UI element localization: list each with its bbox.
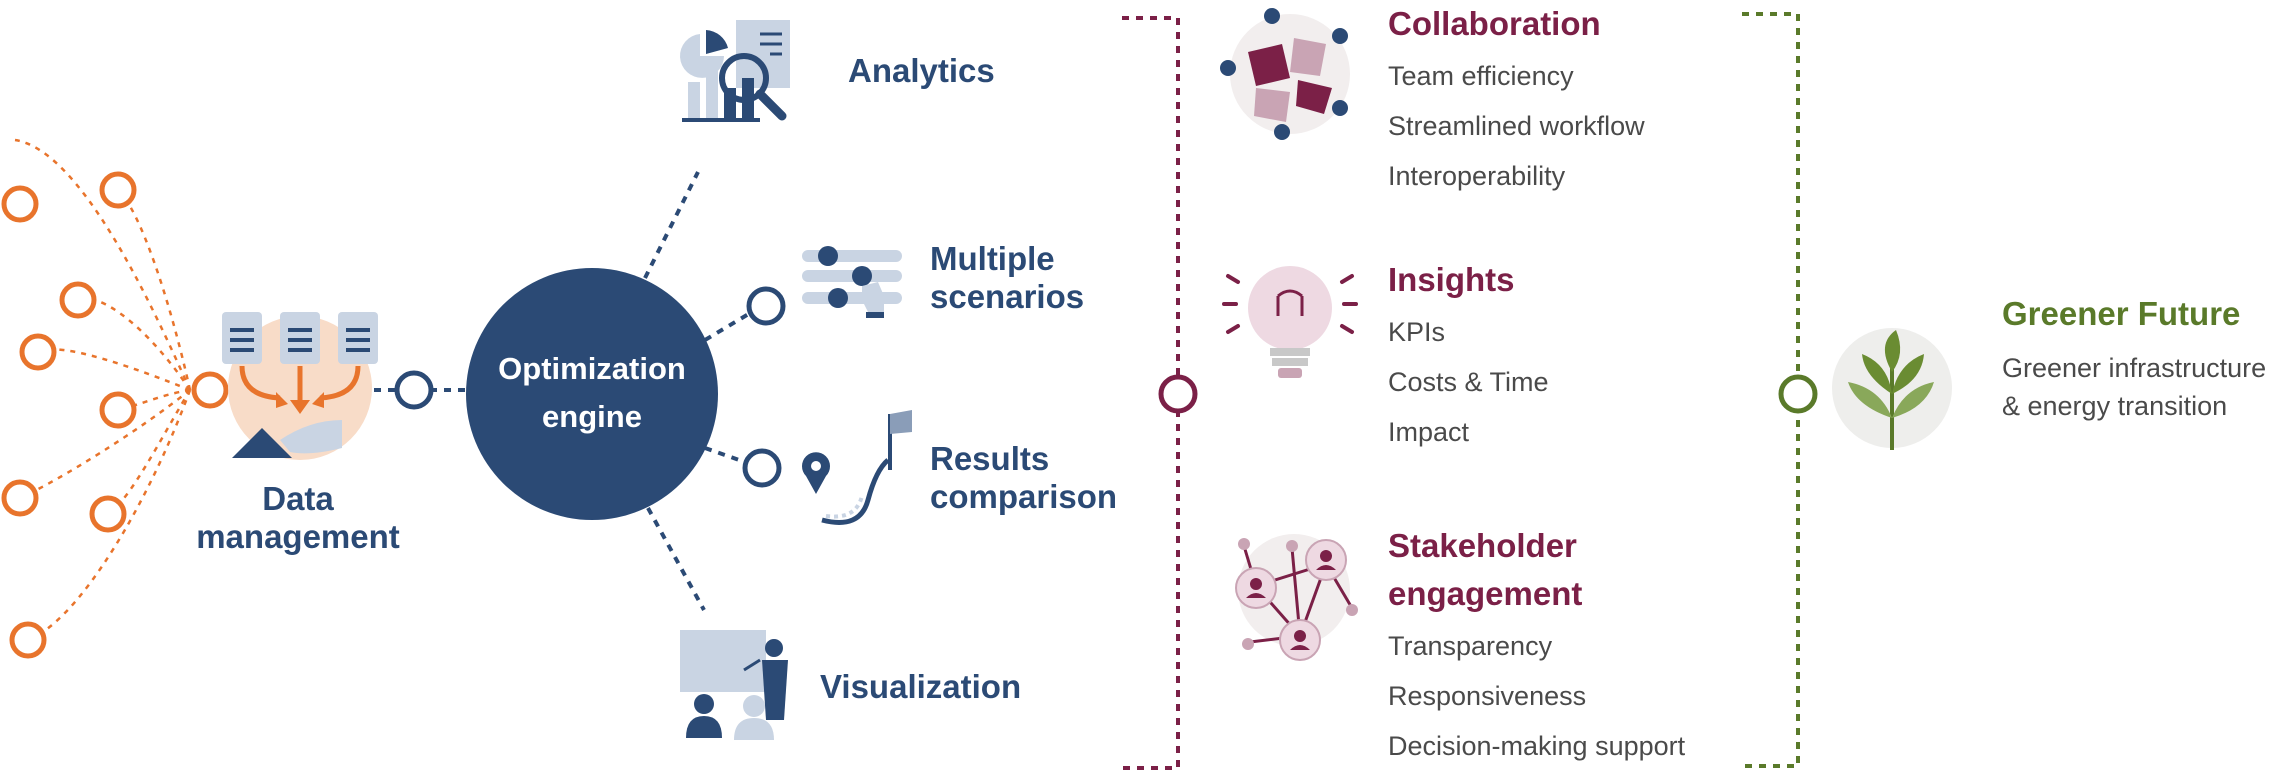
- benefit-item: Streamlined workflow: [1388, 111, 1645, 141]
- presentation-icon: [680, 630, 788, 740]
- data-hub-node: [191, 371, 229, 409]
- outcome-line2: & energy transition: [2002, 391, 2228, 421]
- results-node: [742, 448, 782, 488]
- insights-title: Insights: [1388, 261, 1515, 298]
- outcome-group: Greener Future Greener infrastructure & …: [2002, 290, 2266, 422]
- engine-label: Optimization engine: [466, 345, 718, 441]
- stakeholder-title-line2: engagement: [1388, 575, 1583, 612]
- benefit-item: Responsiveness: [1388, 681, 1587, 711]
- data-source-nodes: [1, 171, 229, 659]
- scenarios-label-line2: scenarios: [930, 278, 1085, 315]
- data-source-node: [89, 495, 127, 533]
- visualization-label: Visualization: [820, 668, 1022, 705]
- data-management-label-line1: Data: [262, 480, 334, 517]
- puzzle-hands-icon: [1220, 8, 1350, 140]
- data-source-node: [19, 333, 57, 371]
- benefit-item: Transparency: [1388, 631, 1553, 661]
- data-source-node: [1, 479, 39, 517]
- stakeholder-title-line1: Stakeholder: [1388, 527, 1577, 564]
- engine-circle: [466, 268, 718, 520]
- engine-spokes: [643, 171, 764, 611]
- data-merge-icon: [222, 312, 378, 460]
- benefit-item: Team efficiency: [1388, 61, 1574, 91]
- lightbulb-icon: [1222, 266, 1358, 378]
- sliders-icon: [802, 246, 902, 318]
- data-sources: [14, 138, 192, 642]
- data-source-node: [1, 185, 39, 223]
- scenarios-label-line1: Multiple: [930, 240, 1055, 277]
- benefit-item: KPIs: [1388, 317, 1446, 347]
- analytics-label: Analytics: [848, 52, 995, 89]
- outcome-bracket: [1742, 12, 1800, 768]
- collaboration-title: Collaboration: [1388, 5, 1601, 42]
- data-source-node: [59, 281, 97, 319]
- data-source-node: [99, 171, 137, 209]
- connector-node: [394, 370, 434, 410]
- outcome-node: [1778, 374, 1818, 414]
- network-people-icon: [1235, 534, 1358, 661]
- results-label-line1: Results: [930, 440, 1050, 477]
- outcome-title: Greener Future: [2002, 295, 2241, 332]
- data-source-node: [99, 391, 137, 429]
- engine-label-line2: engine: [542, 399, 642, 434]
- collaboration-group: Collaboration Team efficiency Streamline…: [1388, 0, 1645, 192]
- analytics-report-icon: [680, 20, 790, 122]
- benefits-node: [1158, 374, 1198, 414]
- plant-icon: [1832, 328, 1952, 450]
- benefit-item: Impact: [1388, 417, 1470, 447]
- data-source-node: [9, 621, 47, 659]
- benefits-bracket: [1122, 16, 1180, 770]
- data-management-label: Data management: [186, 480, 410, 556]
- scenarios-node: [746, 286, 786, 326]
- benefit-item: Interoperability: [1388, 161, 1566, 191]
- outcome-line1: Greener infrastructure: [2002, 353, 2267, 383]
- stakeholder-group: Stakeholder engagement Transparency Resp…: [1388, 522, 1685, 762]
- results-label: Results comparison: [930, 440, 1117, 516]
- engine-label-line1: Optimization: [498, 351, 686, 386]
- route-flag-icon: [802, 410, 912, 525]
- results-label-line2: comparison: [930, 478, 1118, 515]
- scenarios-label: Multiple scenarios: [930, 240, 1084, 316]
- data-management-label-line2: management: [196, 518, 400, 555]
- benefit-item: Decision-making support: [1388, 731, 1686, 761]
- insights-group: Insights KPIs Costs & Time Impact: [1388, 256, 1549, 448]
- benefit-item: Costs & Time: [1388, 367, 1549, 397]
